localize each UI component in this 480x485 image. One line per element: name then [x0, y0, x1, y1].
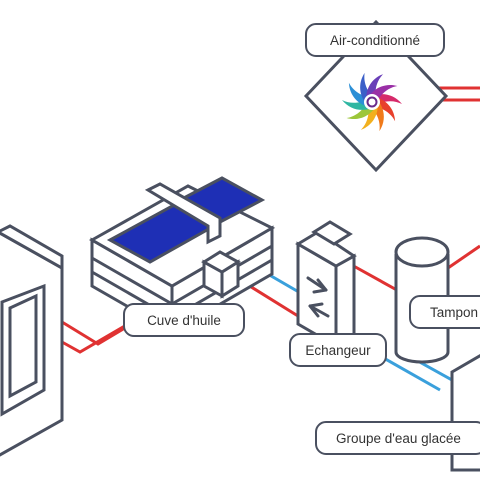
label-oil-tank-text: Cuve d'huile [147, 313, 221, 328]
server-top-face [0, 224, 64, 271]
exchanger-side [334, 253, 356, 349]
fan-icon [342, 72, 402, 132]
exchanger [295, 220, 357, 349]
label-air-conditioning-text: Air-conditionné [330, 33, 420, 48]
exchanger-fin [311, 220, 353, 246]
label-oil-tank: Cuve d'huile [123, 303, 245, 337]
server-cabinet [0, 224, 64, 457]
hot-pipe-server-tank-2 [61, 321, 131, 354]
air-conditioning-unit [303, 19, 449, 173]
hot-pipe-buffer-right [447, 244, 480, 270]
label-buffer: Tampon [409, 295, 480, 329]
label-air-conditioning: Air-conditionné [305, 23, 445, 57]
arrows-icon [306, 276, 330, 318]
exchanger-top [295, 230, 357, 268]
buffer-top [394, 236, 450, 268]
label-chiller-text: Groupe d'eau glacée [336, 431, 461, 446]
tank-pump-top [201, 250, 241, 274]
label-chiller: Groupe d'eau glacée [315, 421, 480, 455]
server-door-inner [8, 293, 38, 399]
label-exchanger-text: Echangeur [305, 343, 371, 358]
tank-handle [144, 182, 222, 245]
label-buffer-text: Tampon [430, 305, 478, 320]
label-exchanger: Echangeur [289, 333, 387, 367]
